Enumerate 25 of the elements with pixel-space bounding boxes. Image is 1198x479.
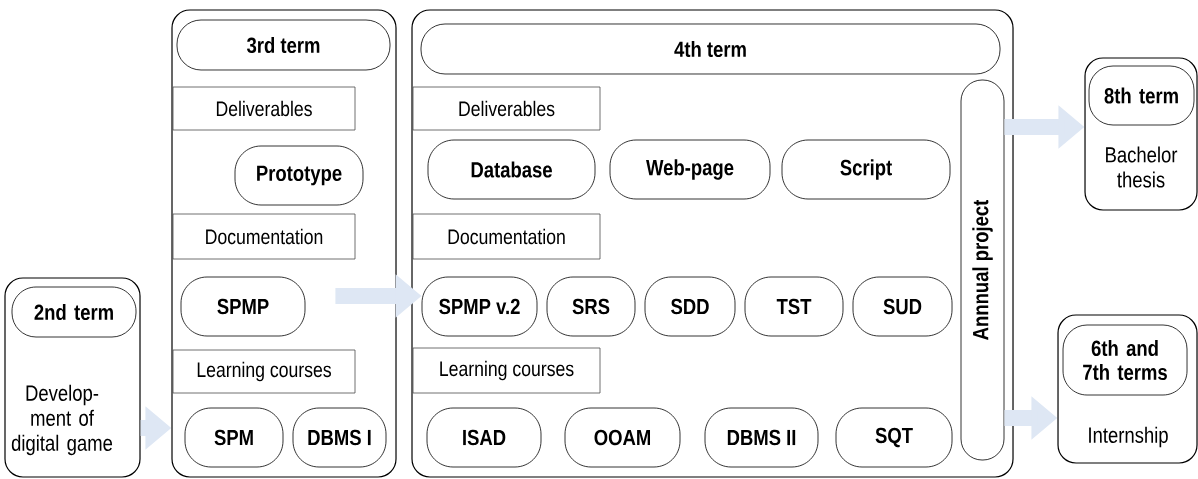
project-bar: Annnual project [960, 79, 1005, 461]
item-pill: TST [744, 276, 844, 337]
term-label: 4th term [420, 23, 1001, 75]
item-pill: Script [781, 139, 951, 200]
section-tab: Deliverables [412, 86, 601, 131]
term-label: 6th and 7th terms [1062, 324, 1188, 396]
item-pill: ISAD [426, 407, 542, 468]
section-tab: Learning courses [172, 349, 356, 394]
section-tab: Documentation [412, 213, 601, 260]
term-label: 3rd term [176, 19, 391, 71]
item-pill: SPMP v.2 [421, 276, 538, 337]
term-label: 2nd term [11, 286, 137, 338]
item-pill: SUD [852, 276, 953, 337]
term-label: 8th term [1088, 65, 1195, 126]
item-pill: Prototype [234, 145, 364, 206]
section-tab: Learning courses [412, 347, 601, 394]
section-tab: Deliverables [172, 86, 356, 131]
item-pill: Database [427, 139, 596, 200]
item-pill: SQT [835, 407, 953, 468]
item-pill: OOAM [564, 407, 681, 468]
item-pill: Web-page [609, 139, 771, 200]
item-pill: SPMP [180, 276, 306, 337]
section-tab: Documentation [172, 213, 356, 260]
item-pill: SPM [184, 407, 284, 468]
item-pill: DBMS II [704, 407, 819, 468]
